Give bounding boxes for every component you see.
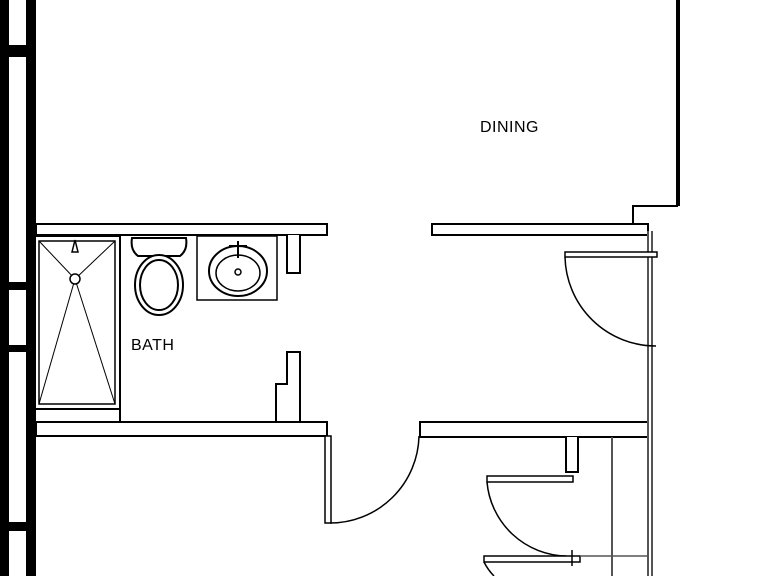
shower-tray [38,240,116,405]
bath-door-swing [329,435,420,524]
doors [324,251,658,576]
sink-drain-icon [234,268,242,276]
shower-slope-line [74,278,116,405]
bath-top-wall [35,223,328,236]
bath-bottom-wall [35,421,328,437]
toilet [130,237,188,316]
room-label-bath: BATH [131,337,175,354]
wall-window-pane [9,0,26,45]
shower-slope-line [38,240,76,280]
dining-right-wall [632,0,678,231]
exterior-wall-left [0,0,36,576]
wall-window-pane [9,531,26,576]
dining-partition [632,0,680,231]
right-wall [611,231,653,576]
dining-door-leaf [564,251,658,258]
shower [33,235,121,410]
dining-bottom-wall [431,223,649,236]
shower-drain-icon [69,273,81,285]
walls [35,223,649,473]
closet-door-swing-lower [483,561,495,576]
closet-door-leaf-lower [483,555,581,563]
closet-door-swing [486,481,567,557]
shower-slope-line [74,240,116,280]
wall-window-pane [9,352,26,522]
bath-right-wall-upper [286,235,301,274]
shower-enclosure [33,235,121,410]
hall-bottom-wall [419,421,649,438]
bath-right-wall-lower [275,351,301,423]
shower-slope-line [38,278,76,405]
toilet-tank [130,237,188,257]
room-label-dining: DINING [480,119,539,136]
bath-door-leaf [324,435,332,524]
dining-door-swing [564,256,657,347]
wall-window-pane [9,290,26,345]
wall-window-pane [9,57,26,282]
toilet-seat [139,259,179,311]
sink [196,235,278,301]
shower-head-icon [71,239,79,253]
closet-door-leaf [486,475,574,483]
closet-wall-stub [565,437,579,473]
